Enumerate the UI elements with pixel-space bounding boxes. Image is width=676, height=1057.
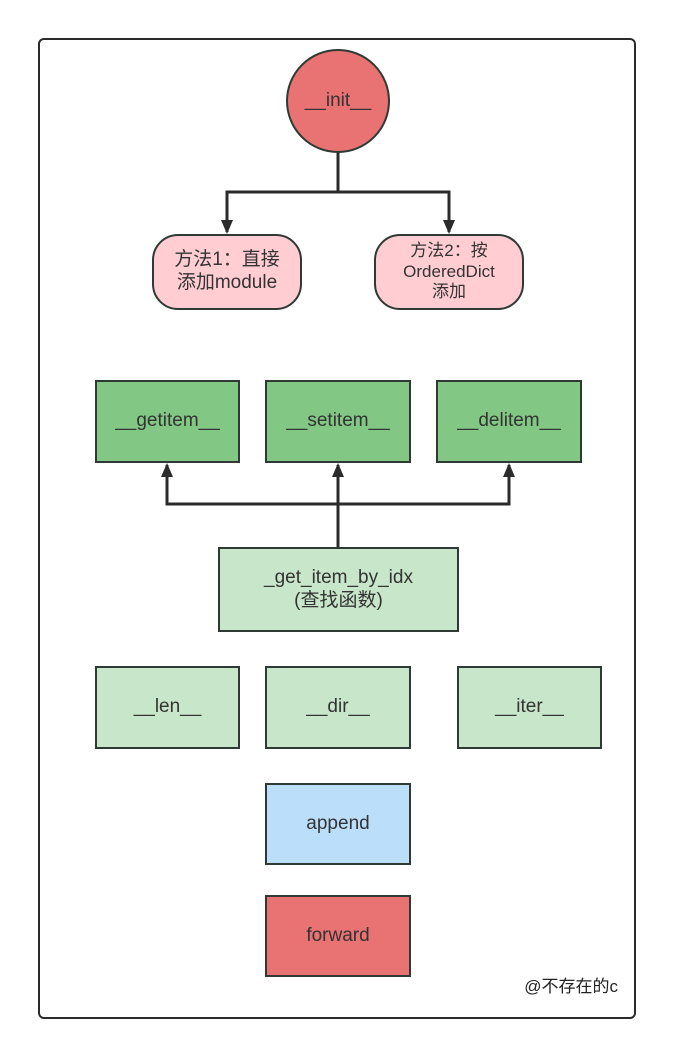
node-setitem: __setitem__ [265, 380, 411, 463]
watermark-credit: @不存在的c [524, 977, 618, 996]
edge-init-method2 [338, 190, 455, 234]
edge-init-method1 [221, 190, 338, 234]
node-len: __len__ [95, 666, 240, 749]
node-delitem: __delitem__ [436, 380, 582, 463]
node-getitem: __getitem__ [95, 380, 240, 463]
node-get-item-by-idx: _get_item_by_idx (查找函数) [218, 547, 459, 632]
node-dir: __dir__ [265, 666, 411, 749]
edge-idx-delitem [338, 463, 515, 506]
node-method1: 方法1：直接 添加module [152, 234, 302, 310]
node-append: append [265, 783, 411, 865]
edge-idx-getitem [161, 463, 338, 506]
node-forward: forward [265, 895, 411, 977]
node-method2: 方法2：按 OrderedDict 添加 [374, 234, 524, 310]
node-iter: __iter__ [457, 666, 602, 749]
node-init: __init__ [286, 49, 390, 153]
